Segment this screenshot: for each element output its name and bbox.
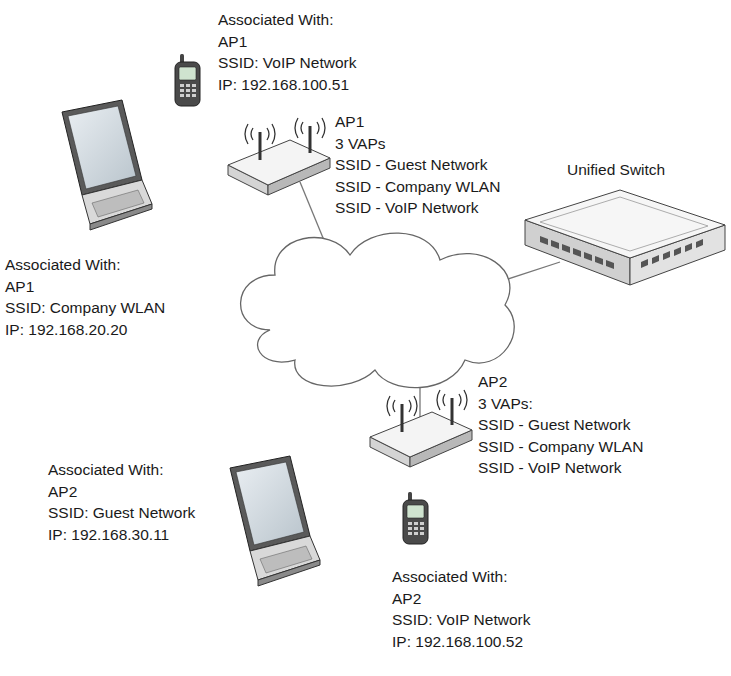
caption-line: AP1 — [5, 277, 34, 297]
caption-line: IP: 192.168.20.20 — [5, 320, 127, 340]
caption-line: SSID - Company WLAN — [335, 177, 500, 197]
caption-line: SSID - Guest Network — [335, 155, 487, 175]
device-caption: Associated With:AP2SSID: Guest NetworkIP… — [48, 460, 197, 546]
caption-line: SSID: VoIP Network — [218, 53, 356, 73]
switch-icon — [525, 190, 725, 285]
device-caption: Associated With:AP1SSID: Company WLANIP:… — [5, 255, 167, 341]
device-caption: Associated With:AP1SSID: VoIP NetworkIP:… — [218, 10, 358, 96]
caption-line: SSID: VoIP Network — [392, 610, 530, 630]
caption-line: AP2 — [478, 372, 507, 392]
caption-line: SSID: Guest Network — [48, 503, 195, 523]
caption-line: AP1 — [218, 32, 247, 52]
laptop-icon — [62, 100, 152, 230]
caption-line: 3 VAPs — [335, 134, 386, 154]
access-point-icon — [370, 390, 472, 467]
caption-line: SSID - VoIP Network — [478, 458, 622, 478]
access-point-caption: AP23 VAPs:SSID - Guest NetworkSSID - Com… — [478, 372, 645, 480]
caption-line: Associated With: — [48, 460, 163, 480]
caption-line: Associated With: — [5, 255, 120, 275]
device-caption: Associated With:AP2SSID: VoIP NetworkIP:… — [392, 567, 532, 653]
caption-line: 3 VAPs: — [478, 394, 533, 414]
caption-line: Associated With: — [218, 10, 333, 30]
network-cloud — [241, 233, 515, 388]
access-point-caption: AP13 VAPsSSID - Guest NetworkSSID - Comp… — [335, 112, 502, 220]
caption-line: IP: 192.168.30.11 — [48, 525, 169, 545]
caption-line: SSID: Company WLAN — [5, 298, 165, 318]
caption-line: SSID - Company WLAN — [478, 437, 643, 457]
phone-icon — [175, 54, 200, 106]
access-point-icon — [228, 118, 330, 195]
caption-line: Unified Switch — [567, 160, 665, 180]
caption-line: Associated With: — [392, 567, 507, 587]
laptop-icon — [230, 456, 320, 586]
caption-line: SSID - VoIP Network — [335, 198, 479, 218]
caption-line: AP1 — [335, 112, 364, 132]
caption-line: AP2 — [392, 589, 421, 609]
caption-line: SSID - Guest Network — [478, 415, 630, 435]
switch-caption: Unified Switch — [567, 160, 667, 182]
caption-line: IP: 192.168.100.51 — [218, 75, 349, 95]
phone-icon — [403, 492, 428, 544]
caption-line: IP: 192.168.100.52 — [392, 632, 523, 652]
caption-line: AP2 — [48, 482, 77, 502]
